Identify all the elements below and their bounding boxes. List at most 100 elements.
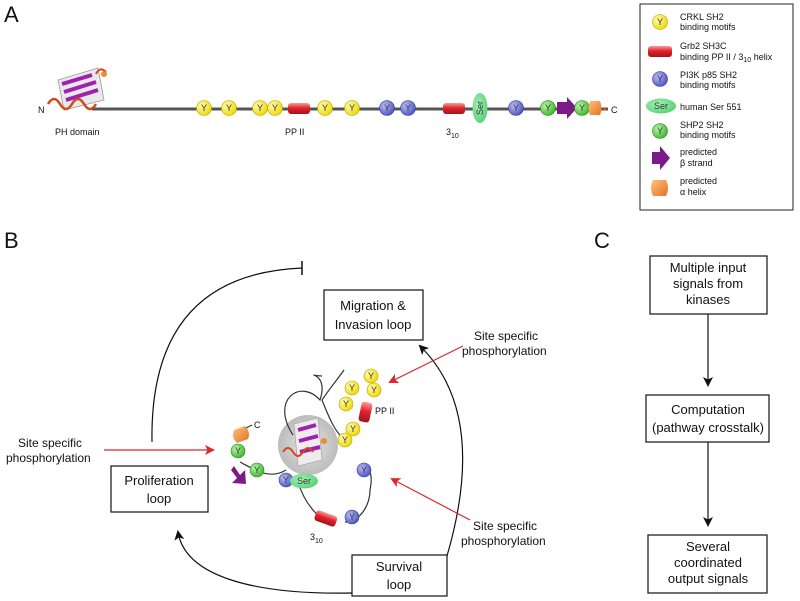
legend-crkl: Y CRKL SH2 binding motifs	[652, 12, 736, 32]
svg-text:Y: Y	[350, 424, 356, 434]
svg-text:Y: Y	[226, 103, 232, 113]
legend-grb2: Grb2 SH3C binding PP II / 310 helix	[648, 41, 773, 64]
svg-text:α helix: α helix	[680, 187, 707, 197]
svg-text:CRKL SH2: CRKL SH2	[680, 12, 724, 22]
proliferation-loop-box: Proliferation loop	[110, 465, 209, 513]
shp2-motif: Y	[574, 100, 590, 116]
ph-domain-label: PH domain	[55, 127, 100, 137]
crkl-motif: Y	[366, 382, 382, 398]
grb2-ppii-helix	[358, 401, 373, 423]
svg-text:output signals: output signals	[668, 571, 749, 586]
panel-label-a: A	[4, 2, 19, 27]
pi3k-motif: Y	[379, 100, 395, 116]
alpha-helix-marker	[588, 101, 602, 115]
grb2-310-helix	[443, 103, 465, 114]
svg-text:kinases: kinases	[686, 292, 731, 307]
svg-text:Y: Y	[349, 103, 355, 113]
svg-text:Y: Y	[579, 103, 585, 113]
alpha-helix-marker	[233, 426, 249, 443]
pi3k-motif: Y	[356, 462, 372, 478]
crkl-motif: Y	[344, 380, 360, 396]
svg-text:Migration &: Migration &	[340, 298, 406, 313]
svg-text:Survival: Survival	[376, 559, 422, 574]
svg-text:PI3K p85 SH2: PI3K p85 SH2	[680, 70, 737, 80]
svg-text:binding motifs: binding motifs	[680, 22, 736, 32]
shp2-motif: Y	[230, 443, 246, 459]
pi3k-motif: Y	[508, 100, 524, 116]
survival-to-migration-arrow	[418, 344, 464, 557]
legend-shp2: Y SHP2 SH2 binding motifs	[652, 120, 736, 140]
svg-text:Y: Y	[384, 103, 390, 113]
svg-text:binding PP II / 310 helix: binding PP II / 310 helix	[680, 52, 773, 64]
svg-text:binding motifs: binding motifs	[680, 80, 736, 90]
crkl-motif: Y	[221, 100, 237, 116]
svg-text:Y: Y	[545, 103, 551, 113]
svg-text:Y: Y	[257, 103, 263, 113]
svg-text:Y: Y	[343, 399, 349, 409]
folded-protein	[239, 369, 372, 523]
three-ten-label: 310	[446, 127, 459, 140]
c-terminus-label-b: C	[254, 420, 261, 430]
ser551-marker: Ser	[290, 473, 318, 489]
svg-text:Y: Y	[342, 435, 348, 445]
crkl-motif: Y	[345, 421, 361, 437]
survival-loop-box: Survival loop	[351, 554, 448, 597]
svg-text:loop: loop	[387, 577, 412, 592]
svg-text:Ser: Ser	[654, 101, 668, 111]
crkl-motif: Y	[196, 100, 212, 116]
output-signals-box: Several coordinated output signals	[647, 534, 768, 594]
beta-strand-marker	[557, 97, 577, 119]
svg-text:SHP2 SH2: SHP2 SH2	[680, 120, 724, 130]
svg-text:coordinated: coordinated	[674, 555, 742, 570]
svg-text:Several: Several	[686, 539, 730, 554]
beta-strand-marker	[231, 466, 246, 484]
n-terminus-label: N	[38, 105, 45, 115]
svg-text:predicted: predicted	[680, 147, 717, 157]
survival-to-proliferation-arrow	[174, 530, 353, 594]
crkl-motif: Y	[344, 100, 360, 116]
ser551-marker: Ser	[472, 93, 488, 123]
legend-beta: predicted β strand	[652, 146, 717, 170]
crkl-motif: Y	[337, 432, 353, 448]
legend-alpha: predicted α helix	[651, 176, 717, 197]
svg-text:Multiple input: Multiple input	[670, 260, 747, 275]
grb2-310-helix	[314, 510, 338, 527]
svg-text:Y: Y	[254, 465, 260, 475]
three-ten-label-b: 310	[310, 532, 323, 545]
svg-text:Y: Y	[272, 103, 278, 113]
svg-text:Ser: Ser	[297, 476, 311, 486]
ppii-label-b: PP II	[375, 406, 394, 416]
svg-text:Y: Y	[368, 371, 374, 381]
svg-text:Y: Y	[201, 103, 207, 113]
phospho-arrow-top-right	[388, 345, 464, 383]
svg-text:Y: Y	[405, 103, 411, 113]
svg-text:Y: Y	[371, 385, 377, 395]
legend-ser: Ser human Ser 551	[646, 98, 742, 114]
ppii-label: PP II	[285, 127, 304, 137]
svg-text:Y: Y	[513, 103, 519, 113]
migration-loop-box: Migration & Invasion loop	[323, 289, 424, 341]
svg-text:Computation: Computation	[671, 402, 745, 417]
svg-text:Y: Y	[349, 512, 355, 522]
svg-text:Y: Y	[235, 446, 241, 456]
ph-domain-icon	[46, 67, 107, 111]
crkl-motif: Y	[252, 100, 268, 116]
inhibition-arc	[151, 267, 303, 443]
crkl-motif: Y	[267, 100, 283, 116]
grb2-ppii-helix	[288, 103, 310, 114]
crkl-motif: Y	[363, 368, 379, 384]
svg-text:β strand: β strand	[680, 158, 713, 168]
svg-text:Proliferation: Proliferation	[124, 473, 193, 488]
svg-text:Y: Y	[657, 126, 663, 136]
svg-text:Y: Y	[349, 383, 355, 393]
crkl-motif: Y	[338, 396, 354, 412]
svg-text:predicted: predicted	[680, 176, 717, 186]
svg-text:loop: loop	[147, 491, 172, 506]
svg-text:Y: Y	[657, 17, 663, 27]
svg-text:Y: Y	[361, 465, 367, 475]
c-terminus-label: C	[611, 105, 618, 115]
